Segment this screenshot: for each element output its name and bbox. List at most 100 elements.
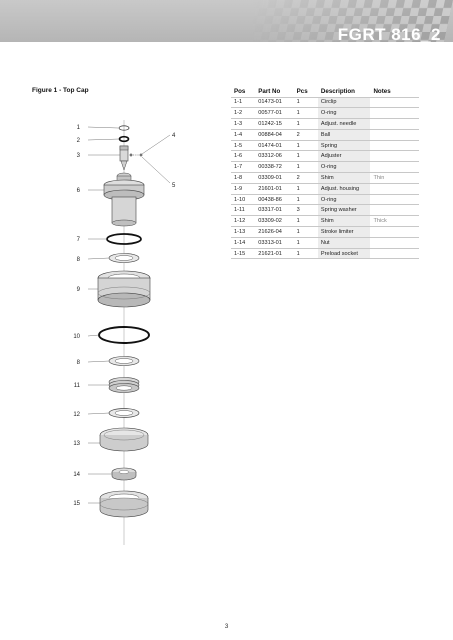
cell-pos: 1-12 (231, 215, 256, 227)
column-header-pos: Pos (234, 87, 246, 95)
callout-label: 9 (77, 287, 81, 293)
column-header-pcs: Pcs (296, 87, 308, 95)
part-preload-socket (99, 490, 149, 518)
callout-labels: 1 2 3 4 5 6 7 8 9 10 8 11 12 13 14 15 (73, 125, 176, 507)
parts-table: Pos Part No Pcs Description Notes 1-1 01… (231, 87, 419, 260)
cell-pos: 1-9 (231, 182, 256, 195)
part-adjust-housing (97, 270, 151, 308)
cell-part-no: 00438-86 (255, 193, 294, 205)
table-row: 1-6 03312-06 1 Adjuster (231, 150, 419, 162)
cell-notes (370, 150, 419, 162)
cell-part-no: 03313-01 (255, 236, 294, 249)
callout-label: 11 (74, 383, 81, 389)
cell-pcs: 1 (293, 193, 318, 205)
part-shim-8-bottom (108, 356, 140, 366)
part-nut (111, 467, 137, 481)
table-row: 1-13 21626-04 1 Stroke limiter (231, 226, 419, 238)
callout-label: 5 (172, 183, 176, 189)
cell-notes (370, 96, 419, 108)
checkered-flag-pattern (253, 0, 453, 42)
cell-pos: 1-2 (231, 107, 256, 119)
callout-label: 7 (77, 237, 81, 243)
table-row: 1-5 01474-01 1 Spring (231, 139, 419, 151)
cell-description: Adjust. needle (317, 118, 371, 130)
cell-part-no: 01473-01 (255, 96, 294, 108)
callout-label: 2 (77, 138, 81, 144)
table-row: 1-2 00577-01 1 O-ring (231, 107, 419, 119)
cell-notes (370, 182, 419, 195)
cell-pcs: 1 (293, 150, 318, 162)
column-header-notes: Notes (373, 87, 391, 95)
cell-pos: 1-11 (231, 204, 256, 216)
part-o-ring-small (118, 135, 130, 143)
callout-label: 15 (73, 501, 80, 507)
cell-part-no: 21601-01 (255, 182, 294, 195)
cell-pcs: 1 (293, 215, 318, 227)
cell-pcs: 1 (293, 182, 318, 195)
cell-pos: 1-10 (231, 193, 256, 205)
cell-description: Adjust. housing (317, 182, 371, 195)
cell-pcs: 1 (293, 236, 318, 249)
cell-notes (370, 118, 419, 130)
cell-part-no: 00884-04 (255, 128, 294, 141)
cell-description: O-ring (317, 193, 371, 205)
cell-description: Adjuster (317, 150, 371, 162)
header-band: FGRT 816_2 (0, 0, 453, 42)
cell-part-no: 01242-15 (255, 118, 294, 130)
cell-notes (370, 128, 419, 141)
cell-pcs: 1 (293, 96, 318, 108)
part-spring-washers (108, 377, 140, 393)
cell-pcs: 2 (293, 128, 318, 141)
cell-description: Ball (317, 128, 371, 141)
cell-pos: 1-14 (231, 236, 256, 249)
table-row: 1-12 03309-02 1 Shim Thick (231, 215, 419, 227)
cell-description: O-ring (317, 107, 371, 119)
cell-part-no: 03312-06 (255, 150, 294, 162)
cell-pos: 1-15 (231, 247, 256, 260)
callout-label: 14 (73, 472, 80, 478)
cell-notes (370, 193, 419, 205)
cell-pcs: 1 (293, 139, 318, 151)
part-ball-and-spring (129, 153, 143, 157)
cell-pos: 1-6 (231, 150, 256, 162)
cell-notes (370, 204, 419, 216)
cell-pos: 1-3 (231, 118, 256, 130)
cell-notes (370, 226, 419, 238)
cell-pcs: 1 (293, 247, 318, 260)
cell-description: Spring (317, 139, 371, 151)
callout-label: 6 (77, 188, 81, 194)
cell-description: Preload socket (317, 247, 371, 260)
cell-part-no: 21621-01 (255, 247, 294, 260)
part-stroke-limiter (99, 427, 149, 452)
cell-pos: 1-5 (231, 139, 256, 151)
callout-label: 3 (77, 153, 81, 159)
cell-pcs: 1 (293, 226, 318, 238)
callout-label: 12 (73, 412, 80, 418)
cell-notes: Thick (370, 215, 419, 227)
cell-part-no: 03317-01 (255, 204, 294, 216)
column-header-part-no: Part No (258, 87, 281, 95)
cell-description: Shim (317, 215, 371, 227)
cell-notes (370, 247, 419, 260)
cell-description: Stroke limiter (317, 226, 371, 238)
page-number: 3 (224, 623, 229, 630)
cell-pcs: 1 (293, 161, 318, 173)
part-shim-12 (108, 408, 140, 418)
cell-pos: 1-7 (231, 161, 256, 173)
cell-pcs: 2 (293, 172, 318, 184)
cell-description: O-ring (317, 161, 371, 173)
table-row: 1-4 00884-04 2 Ball (231, 128, 419, 141)
cell-description: Circlip (317, 96, 371, 108)
callout-label: 4 (172, 133, 176, 139)
cell-pos: 1-1 (231, 96, 256, 108)
figure-title: Figure 1 - Top Cap (32, 87, 89, 94)
cell-part-no: 03309-01 (255, 172, 294, 184)
leader-lines (87, 126, 171, 504)
cell-part-no: 21626-04 (255, 226, 294, 238)
cell-notes (370, 161, 419, 173)
cell-part-no: 03309-02 (255, 215, 294, 227)
part-adjuster (103, 172, 145, 227)
table-row: 1-11 03317-01 3 Spring washer (231, 204, 419, 216)
table-row: 1-9 21601-01 1 Adjust. housing (231, 182, 419, 195)
cell-description: Shim (317, 172, 371, 184)
